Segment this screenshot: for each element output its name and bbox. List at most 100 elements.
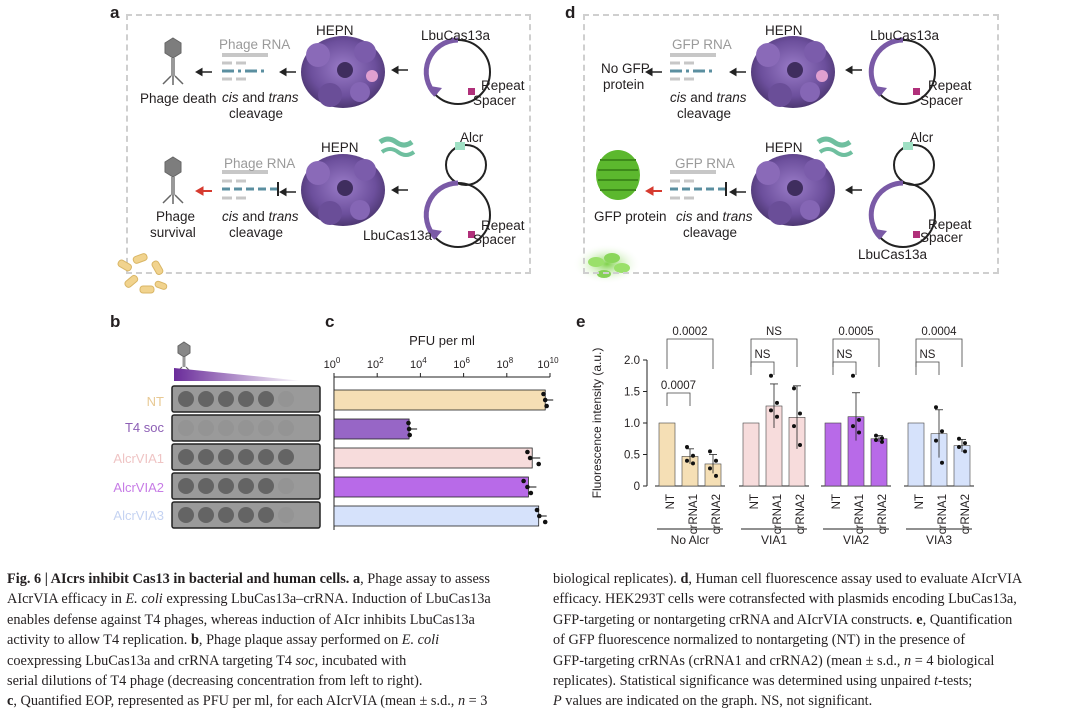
- replicate-dot: [521, 478, 526, 484]
- strain-label: AlcrVIA1: [113, 451, 164, 466]
- dilution-gradient: [174, 368, 303, 381]
- replicate-dot: [957, 436, 961, 441]
- strain-label: AlcrVIA2: [113, 480, 164, 495]
- repeat-label: Repeat: [928, 217, 972, 232]
- plaque-spot: [278, 507, 294, 523]
- replicate-dot: [798, 443, 802, 448]
- replicate-dot: [940, 460, 944, 465]
- acr-protein-icon: [378, 136, 416, 157]
- pfu-bar: [333, 476, 529, 498]
- replicate-dot: [534, 507, 540, 513]
- plasmid-icon: [423, 37, 491, 105]
- red-arrow-icon: [644, 186, 662, 196]
- x-tick-label: crRNA1: [772, 494, 784, 534]
- plaque-spot: [178, 420, 194, 436]
- chart-title: PFU per ml: [409, 333, 475, 348]
- significance-bracket: [832, 338, 880, 367]
- x-tick-label: crRNA1: [854, 494, 866, 534]
- x-tick-label: crRNA1: [937, 494, 949, 534]
- x-tick-label: 1010: [537, 356, 559, 371]
- plaque-spot: [198, 391, 214, 407]
- plaque-spot: [178, 391, 194, 407]
- significance-bracket: [832, 361, 857, 375]
- strain-label: T4 soc: [124, 420, 164, 435]
- cleavage-label: cis and trans: [222, 209, 299, 224]
- panel-c-letter: c: [325, 312, 335, 331]
- x-tick-label: NT: [749, 494, 761, 509]
- panel-b-letter: b: [110, 312, 121, 331]
- cleavage-label: cleavage: [677, 106, 732, 121]
- replicate-dot: [792, 424, 796, 429]
- cleavage-label: cleavage: [229, 106, 284, 121]
- replicate-dot: [407, 432, 413, 438]
- plaque-spot: [238, 478, 254, 494]
- significance-bracket: [666, 338, 714, 369]
- plaque-spot: [218, 420, 234, 436]
- replicate-dot: [957, 444, 961, 449]
- replicate-dot: [406, 420, 411, 426]
- x-tick-label: 104: [410, 356, 427, 371]
- replicate-dot: [541, 391, 546, 397]
- replicate-dot: [525, 484, 530, 490]
- fluorescence-bar: [658, 422, 676, 487]
- p-value-label: 0.0004: [921, 326, 957, 338]
- significance-bracket: [750, 361, 775, 375]
- cleavage-label: cleavage: [683, 225, 738, 240]
- replicate-dot: [691, 453, 695, 458]
- plasmid-label: LbuCas13a: [858, 247, 928, 262]
- x-tick-label: NT: [831, 494, 843, 509]
- plaque-assay-graphic: [171, 341, 321, 529]
- panel-a-letter: a: [110, 3, 120, 22]
- plaque-spot: [258, 420, 274, 436]
- cleavage-label: cis and trans: [222, 90, 299, 105]
- replicate-dot: [874, 433, 878, 438]
- replicate-dot: [685, 444, 689, 449]
- replicate-dot: [792, 386, 796, 391]
- plaque-spot: [198, 420, 214, 436]
- spacer-label: Spacer: [920, 93, 963, 108]
- plaque-spot: [218, 449, 234, 465]
- p-value-label: NS: [755, 349, 771, 361]
- replicate-dot: [536, 461, 542, 467]
- plaque-spot: [238, 507, 254, 523]
- plaque-spot: [218, 391, 234, 407]
- x-tick-label: NT: [665, 494, 677, 509]
- replicate-dot: [685, 458, 689, 463]
- pfu-bar: [333, 505, 540, 527]
- panel-d-frame: [583, 14, 999, 274]
- replicate-dot: [851, 424, 855, 429]
- replicate-dot: [940, 429, 944, 434]
- replicate-dot: [880, 436, 884, 441]
- cleavage-label: cis and trans: [670, 90, 747, 105]
- outcome-label: Phage death: [140, 91, 217, 106]
- acr-label: Alcr: [460, 130, 484, 145]
- p-value-label: 0.0002: [672, 326, 707, 338]
- pfu-bar: [333, 389, 546, 411]
- rna-label: Phage RNA: [219, 37, 291, 52]
- replicate-dot: [775, 414, 779, 419]
- plasmid-icon: [868, 37, 936, 105]
- replicate-dot: [525, 449, 530, 455]
- red-arrow-icon: [194, 186, 212, 196]
- pfu-bar: [333, 447, 533, 469]
- group-label: VIA2: [843, 533, 869, 547]
- y-tick-label: 1.5: [624, 387, 640, 399]
- replicate-dot: [857, 430, 861, 435]
- replicate-dot: [775, 400, 779, 405]
- bacteria-icon: [117, 253, 168, 294]
- gfp-protein-icon: [596, 150, 640, 200]
- plaque-spot: [278, 449, 294, 465]
- fluorescence-bar: [907, 422, 925, 487]
- p-value-label: NS: [837, 349, 853, 361]
- replicate-dot: [528, 490, 534, 496]
- caption-right: biological replicates). d, Human cell fl…: [553, 571, 1023, 710]
- plaque-spot: [258, 449, 274, 465]
- significance-bracket: [750, 338, 798, 367]
- repeat-label: Repeat: [928, 78, 972, 93]
- panel-e-letter: e: [576, 312, 586, 331]
- p-value-label: 0.0005: [838, 326, 873, 338]
- cas13-protein-icon: [301, 36, 385, 108]
- hepn-label: HEPN: [321, 140, 359, 155]
- replicate-dot: [708, 466, 712, 471]
- y-tick-label: 2.0: [624, 355, 640, 367]
